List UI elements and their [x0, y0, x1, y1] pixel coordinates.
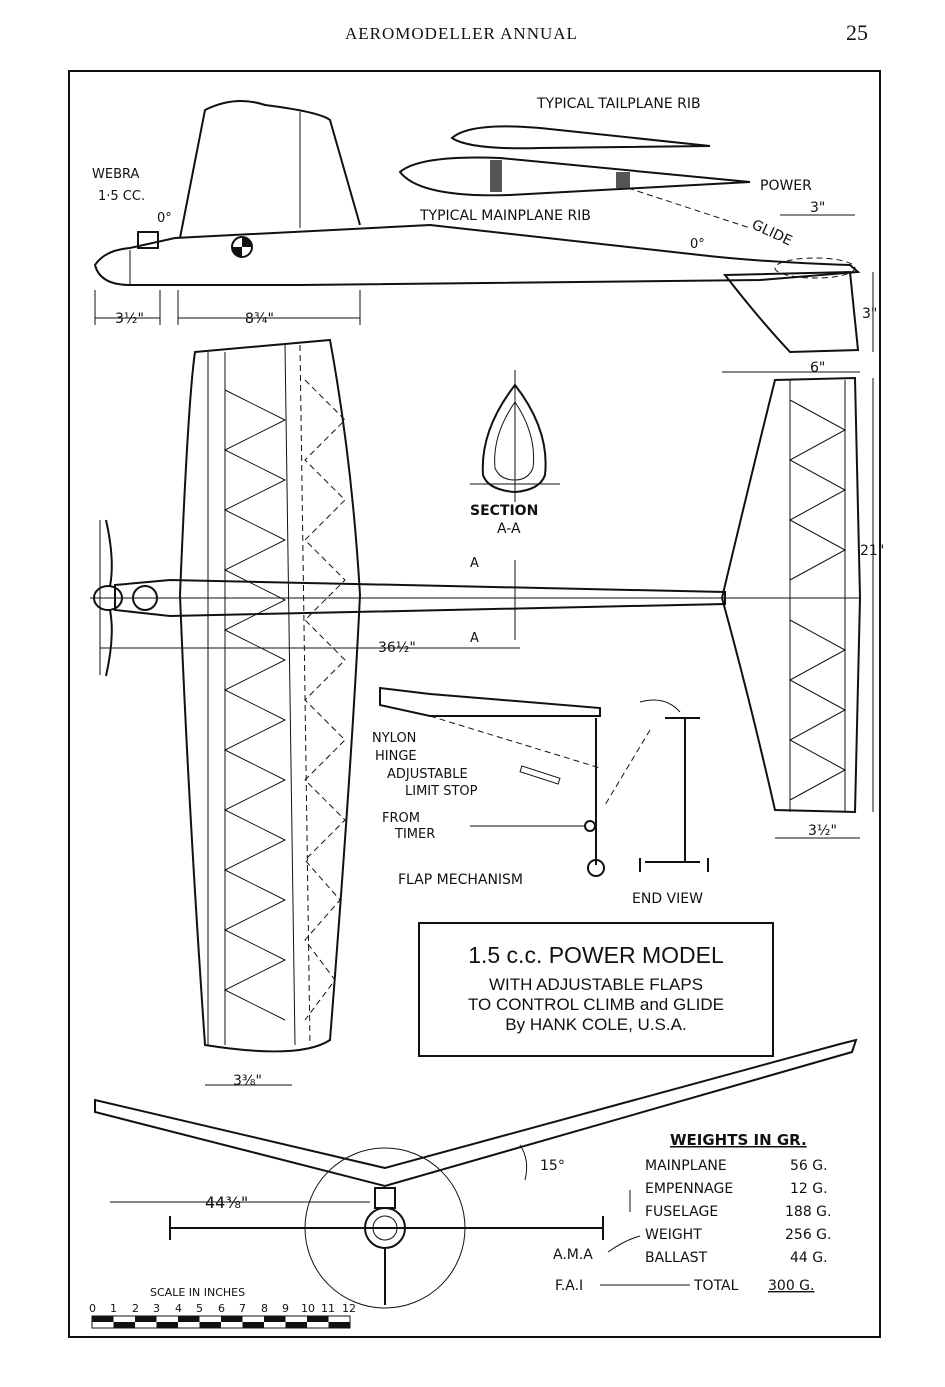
scale-tick: 4 — [175, 1302, 182, 1315]
tailplane-plan — [720, 376, 862, 814]
ama-label: A.M.A — [553, 1247, 593, 1263]
section-aa: SECTION A-A A A — [470, 370, 560, 646]
title-box-line: TO CONTROL CLIMB and GLIDE — [467, 995, 724, 1014]
weights-total-label: TOTAL — [693, 1278, 739, 1294]
engine-label: WEBRA — [92, 167, 139, 182]
fin-side — [179, 100, 361, 239]
title-box-credit: By HANK COLE, U.S.A. — [505, 1015, 687, 1034]
weights-heading: WEIGHTS IN GR. — [670, 1131, 807, 1149]
section-label: SECTION — [470, 503, 538, 519]
weights-value: 12 G. — [790, 1181, 828, 1197]
wing-plan: 6" 21" 3½" 36½" 3⅜" — [90, 338, 884, 1089]
scale-tick: 8 — [261, 1302, 268, 1315]
mainplane-rib — [398, 156, 751, 197]
mainplane-rib-label: TYPICAL MAINPLANE RIB — [419, 208, 591, 224]
dim-tail-tip: 3½" — [808, 823, 837, 839]
propeller-hub — [93, 585, 123, 611]
title-box-main: 1.5 c.c. POWER MODEL — [468, 942, 724, 968]
side-view: 3½" 8¾" 3" 3" WEBRA 1·5 CC. 0° 0° — [92, 100, 877, 354]
title-box: 1.5 c.c. POWER MODEL WITH ADJUSTABLE FLA… — [418, 922, 774, 1057]
limit-stop-label-2: LIMIT STOP — [405, 784, 478, 799]
dim-nose: 3½" — [115, 311, 144, 327]
scale-tick: 2 — [132, 1302, 139, 1315]
section-label-aa: A-A — [497, 521, 521, 537]
section-aa-outer — [481, 383, 547, 494]
wing-ribs — [223, 389, 287, 1021]
scale-bar: SCALE IN INCHES 0 1 2 3 4 5 6 7 8 9 10 1… — [89, 1286, 356, 1329]
end-view-axle — [639, 858, 709, 872]
weights-value: 188 G. — [785, 1204, 831, 1220]
weights-item: FUSELAGE — [645, 1204, 718, 1220]
fuselage-plan — [114, 578, 726, 618]
tailplane-rib-label: TYPICAL TAILPLANE RIB — [536, 96, 701, 112]
weights-value: 44 G. — [790, 1250, 828, 1266]
dim-tail-root: 6" — [810, 360, 825, 376]
weights-item: WEIGHT — [645, 1227, 702, 1243]
glide-label: GLIDE — [749, 217, 794, 249]
engine-side — [137, 231, 159, 249]
weights-value: 256 G. — [785, 1227, 831, 1243]
fai-label: F.A.I — [555, 1278, 583, 1294]
end-view-label: END VIEW — [632, 891, 703, 907]
from-timer-label-1: FROM — [382, 811, 420, 826]
section-marker-bottom: A — [470, 631, 479, 646]
tailplane-section — [774, 257, 856, 279]
power-label: POWER — [760, 178, 812, 194]
nylon-hinge-label-1: NYLON — [372, 731, 416, 746]
section-marker-top: A — [470, 556, 479, 571]
from-timer-label-2: TIMER — [394, 827, 435, 842]
page-header-title: AEROMODELLER ANNUAL — [345, 24, 578, 43]
wing-front — [94, 1038, 858, 1188]
scale-tick: 0 — [89, 1302, 96, 1315]
dim-fin-height: 3" — [862, 306, 877, 322]
weights-item: MAINPLANE — [645, 1158, 727, 1174]
dihedral-label: 15° — [540, 1158, 565, 1174]
limit-stop-label-1: ADJUSTABLE — [387, 767, 468, 782]
dim-wing-tip: 3⅜" — [233, 1073, 262, 1089]
propeller-plan — [105, 519, 113, 677]
rudder-side — [722, 270, 860, 354]
dim-tail-span: 21" — [860, 543, 884, 559]
flap-hinge-part — [379, 686, 601, 717]
scale-tick: 11 — [321, 1302, 335, 1315]
flap-mechanism: NYLON HINGE ADJUSTABLE LIMIT STOP FROM T… — [372, 686, 709, 907]
plan-frame — [68, 70, 881, 1338]
flap-mechanism-label: FLAP MECHANISM — [398, 872, 523, 888]
fuselage-side — [93, 223, 861, 286]
engine-size-label: 1·5 CC. — [98, 189, 145, 204]
tailplane-rib — [450, 125, 711, 150]
scale-tick: 5 — [196, 1302, 203, 1315]
wing-outline — [178, 338, 362, 1053]
scale-tick: 3 — [153, 1302, 160, 1315]
weights-total-value: 300 G. — [768, 1278, 814, 1294]
page-number: 25 — [846, 20, 868, 45]
scale-tick: 6 — [218, 1302, 225, 1315]
weights-item: EMPENNAGE — [645, 1181, 733, 1197]
title-box-line: WITH ADJUSTABLE FLAPS — [488, 975, 704, 994]
rib-sections: TYPICAL TAILPLANE RIB TYPICAL MAINPLANE … — [398, 96, 812, 249]
nylon-hinge-label-2: HINGE — [375, 749, 417, 764]
scale-tick: 1 — [110, 1302, 117, 1315]
weights-table: WEIGHTS IN GR. MAINPLANE 56 G. EMPENNAGE… — [553, 1131, 831, 1294]
dim-wing-semispan: 36½" — [378, 640, 416, 656]
scale-tick: 9 — [282, 1302, 289, 1315]
front-view: 44⅜" 15° — [94, 1038, 858, 1309]
scale-label: SCALE IN INCHES — [150, 1286, 245, 1299]
dim-fin-tip: 3" — [810, 200, 825, 216]
scale-tick: 10 — [301, 1302, 315, 1315]
dim-fin-base: 8¾" — [245, 311, 274, 327]
weights-value: 56 G. — [790, 1158, 828, 1174]
scale-tick: 12 — [342, 1302, 356, 1315]
incidence-rear: 0° — [690, 237, 705, 252]
incidence-front: 0° — [157, 211, 172, 226]
dim-front-span: 44⅜" — [205, 1193, 248, 1212]
spinner-plan — [132, 585, 158, 611]
weights-item: BALLAST — [645, 1250, 708, 1266]
scale-tick: 7 — [239, 1302, 246, 1315]
